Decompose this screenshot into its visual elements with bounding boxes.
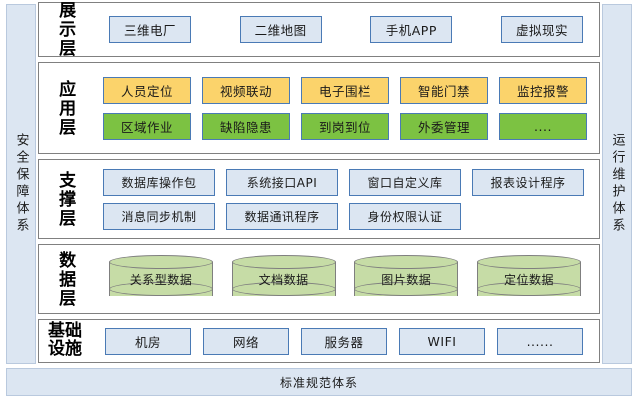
- side-panel-security-label: 安全保障体系: [13, 133, 29, 235]
- node-box[interactable]: 机房: [105, 327, 191, 355]
- layer-infrastructure-label-text: 基础设施: [48, 321, 82, 359]
- layer-presentation-label-text: 展示层: [55, 1, 76, 58]
- cylinder-top: [109, 255, 213, 269]
- cylinder-top: [354, 255, 459, 269]
- layer-application-row: 人员定位视频联动电子围栏智能门禁监控报警: [95, 76, 589, 104]
- footer-standards-label: 标准规范体系: [279, 375, 358, 390]
- node-box[interactable]: 系统接口API: [226, 168, 338, 196]
- layer-application-label: 应用层: [39, 80, 91, 137]
- layer-application-row: 区域作业缺陷隐患到岗到位外委管理....: [95, 112, 589, 140]
- layer-presentation-body: 三维电厂 二维地图 手机APP 虚拟现实: [91, 16, 599, 43]
- node-box[interactable]: 身份权限认证: [349, 202, 461, 230]
- node-box[interactable]: 服务器: [301, 327, 387, 355]
- data-store-cylinder[interactable]: 定位数据: [476, 255, 581, 303]
- node-box[interactable]: 数据库操作包: [103, 168, 215, 196]
- layer-support-row: 数据库操作包系统接口API 窗口自定义库报表设计程序: [95, 168, 589, 196]
- data-store-cylinder[interactable]: 文档数据: [231, 255, 336, 303]
- cylinder-label: 定位数据: [503, 272, 554, 287]
- layer-infrastructure: 基础设施机房网络服务器 WIFI......: [38, 319, 600, 363]
- layer-support: 支撑层 数据库操作包系统接口API 窗口自定义库报表设计程序消息同步机制数据通讯程序…: [38, 159, 600, 239]
- node-box[interactable]: 到岗到位: [301, 112, 389, 140]
- layer-support-row: 消息同步机制数据通讯程序身份权限认证: [95, 202, 589, 230]
- cylinder-top: [231, 255, 336, 269]
- node-box[interactable]: ....: [499, 112, 587, 140]
- node-box[interactable]: 外委管理: [400, 112, 488, 140]
- node-box[interactable]: 缺陷隐患: [202, 112, 290, 140]
- side-panel-security: 安全保障体系: [6, 4, 36, 364]
- node-box[interactable]: 电子围栏: [301, 76, 389, 104]
- node-box[interactable]: ......: [497, 327, 583, 355]
- layer-data-body: 关系型数据 文档数据 图片数据 定位数据: [91, 255, 599, 303]
- node-box[interactable]: 窗口自定义库: [349, 168, 461, 196]
- layer-support-label-text: 支撑层: [55, 170, 76, 228]
- side-panel-operations-label: 运行维护体系: [609, 133, 625, 235]
- cylinder-top: [476, 255, 581, 269]
- layer-data: 数据层 关系型数据 文档数据 图片数据 定位数据: [38, 244, 600, 314]
- layer-presentation: 展示层 三维电厂 二维地图 手机APP 虚拟现实: [38, 1, 600, 58]
- cylinder-label: 关系型数据: [129, 272, 193, 287]
- node-box[interactable]: 虚拟现实: [500, 16, 583, 43]
- cylinder-bottom: [354, 282, 459, 296]
- cylinder-label: 文档数据: [258, 272, 309, 287]
- layer-presentation-label: 展示层: [39, 1, 91, 58]
- data-store-cylinder[interactable]: 图片数据: [354, 255, 459, 303]
- cylinder-label: 图片数据: [381, 272, 432, 287]
- layer-application-body: 人员定位视频联动电子围栏智能门禁监控报警区域作业缺陷隐患到岗到位外委管理....: [91, 63, 599, 153]
- layer-infrastructure-row: 机房网络服务器 WIFI......: [95, 327, 589, 355]
- layer-infrastructure-label: 基础设施: [39, 321, 91, 359]
- layer-application-label-text: 应用层: [55, 79, 76, 137]
- node-box[interactable]: 报表设计程序: [472, 168, 584, 196]
- layer-presentation-row: 三维电厂 二维地图 手机APP 虚拟现实: [95, 16, 589, 43]
- data-store-cylinder[interactable]: 关系型数据: [109, 255, 213, 303]
- cylinder-bottom: [476, 282, 581, 296]
- node-box[interactable]: 数据通讯程序: [226, 202, 338, 230]
- cylinder-bottom: [231, 282, 336, 296]
- node-box[interactable]: 三维电厂: [109, 16, 191, 43]
- layer-support-label: 支撑层: [39, 171, 91, 228]
- side-panel-operations: 运行维护体系: [602, 4, 632, 364]
- layer-data-label-text: 数据层: [55, 250, 76, 308]
- cylinder-bottom: [109, 282, 213, 296]
- node-box[interactable]: 人员定位: [103, 76, 191, 104]
- node-box[interactable]: 区域作业: [103, 112, 191, 140]
- node-box[interactable]: 视频联动: [202, 76, 290, 104]
- layer-infrastructure-body: 机房网络服务器 WIFI......: [91, 327, 599, 355]
- node-box[interactable]: 网络: [203, 327, 289, 355]
- node-box[interactable]: WIFI: [399, 327, 485, 355]
- layer-support-body: 数据库操作包系统接口API 窗口自定义库报表设计程序消息同步机制数据通讯程序身份权…: [91, 160, 599, 238]
- layer-data-row: 关系型数据 文档数据 图片数据 定位数据: [95, 255, 589, 303]
- node-box[interactable]: 消息同步机制: [103, 202, 215, 230]
- layer-data-label: 数据层: [39, 251, 91, 308]
- node-box[interactable]: 手机APP: [370, 16, 453, 43]
- node-box[interactable]: 智能门禁: [400, 76, 488, 104]
- footer-standards: 标准规范体系: [6, 368, 632, 396]
- layer-application: 应用层人员定位视频联动电子围栏智能门禁监控报警区域作业缺陷隐患到岗到位外委管理.…: [38, 62, 600, 154]
- node-box[interactable]: 二维地图: [239, 16, 322, 43]
- node-box[interactable]: 监控报警: [499, 76, 587, 104]
